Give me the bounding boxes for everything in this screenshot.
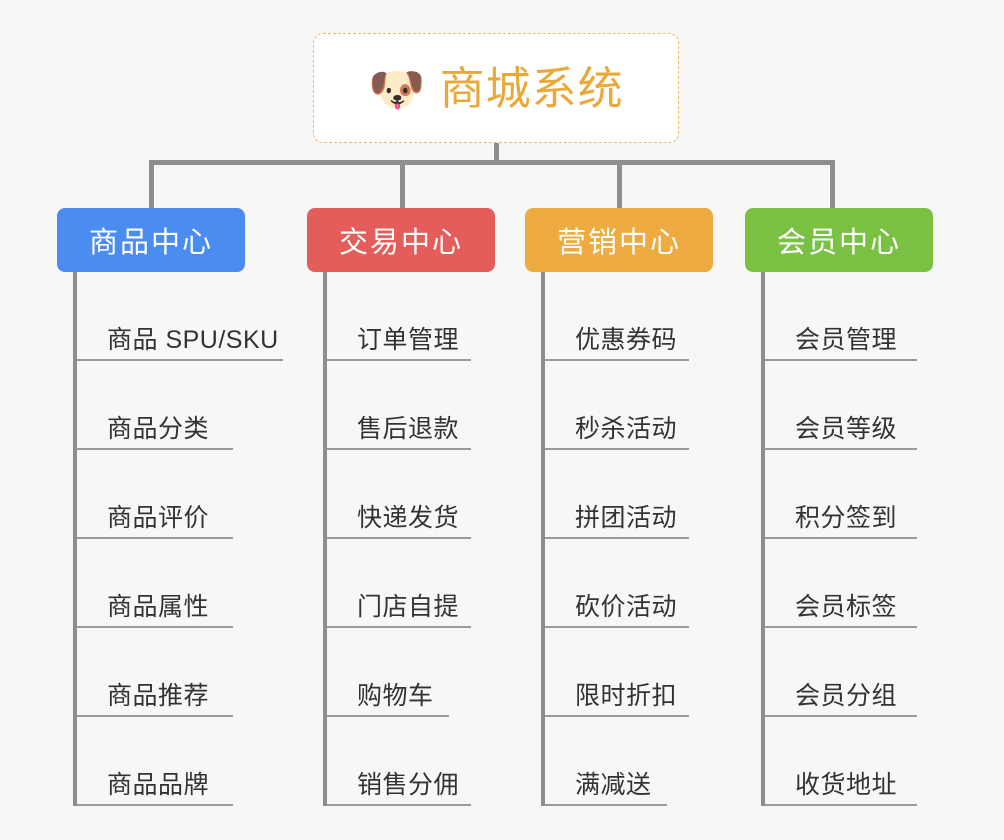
list-item-label: 满减送 [575,770,652,799]
root-node[interactable]: 🐶 商城系统 [313,33,679,143]
branch-header-label: 商品中心 [88,227,213,259]
list-item[interactable]: 秒杀活动 [545,361,689,450]
list-item[interactable]: 会员分组 [765,628,917,717]
list-item[interactable]: 销售分佣 [327,717,471,806]
list-item[interactable]: 满减送 [545,717,667,806]
branch-body-member-center: 会员管理 会员等级 积分签到 会员标签 会员分组 收货地址 [761,272,933,806]
root-title: 商城系统 [439,62,624,114]
branch-marketing-center: 营销中心 优惠券码 秒杀活动 拼团活动 砍价活动 限时折扣 满减送 [525,208,713,806]
branch-header-label: 营销中心 [556,227,681,259]
list-item-label: 收货地址 [795,770,898,799]
list-item[interactable]: 会员等级 [765,361,917,450]
list-item[interactable]: 积分签到 [765,450,917,539]
list-item-label: 砍价活动 [575,592,678,621]
connector-drop-4 [830,160,835,210]
branch-header-marketing-center[interactable]: 营销中心 [525,208,713,272]
list-item-label: 会员分组 [795,681,898,710]
list-item[interactable]: 砍价活动 [545,539,689,628]
branch-header-trade-center[interactable]: 交易中心 [307,208,495,272]
list-item[interactable]: 商品推荐 [77,628,233,717]
list-item-label: 限时折扣 [575,681,678,710]
list-item-label: 快递发货 [357,503,460,532]
list-item[interactable]: 收货地址 [765,717,917,806]
list-item[interactable]: 限时折扣 [545,628,689,717]
dog-face-icon: 🐶 [368,63,426,115]
list-item-label: 优惠券码 [575,325,678,354]
list-item[interactable]: 商品分类 [77,361,233,450]
list-item[interactable]: 快递发货 [327,450,471,539]
list-item[interactable]: 购物车 [327,628,449,717]
list-item[interactable]: 商品 SPU/SKU [77,272,283,361]
list-item[interactable]: 订单管理 [327,272,471,361]
list-item-label: 秒杀活动 [575,414,678,443]
branch-product-center: 商品中心 商品 SPU/SKU 商品分类 商品评价 商品属性 商品推荐 商品品牌 [57,208,283,806]
branch-header-product-center[interactable]: 商品中心 [57,208,245,272]
list-item[interactable]: 售后退款 [327,361,471,450]
list-item[interactable]: 商品品牌 [77,717,233,806]
connector-root-stem [494,143,499,164]
list-item-label: 商品属性 [107,592,210,621]
list-item-label: 购物车 [357,681,434,710]
branch-body-marketing-center: 优惠券码 秒杀活动 拼团活动 砍价活动 限时折扣 满减送 [541,272,713,806]
connector-drop-2 [400,160,405,210]
branch-trade-center: 交易中心 订单管理 售后退款 快递发货 门店自提 购物车 销售分佣 [307,208,495,806]
list-item-label: 会员等级 [795,414,898,443]
list-item[interactable]: 商品属性 [77,539,233,628]
list-item[interactable]: 拼团活动 [545,450,689,539]
list-item-label: 售后退款 [357,414,460,443]
list-item-label: 商品评价 [107,503,210,532]
branch-header-label: 会员中心 [776,227,901,259]
connector-horizontal-bus [150,160,834,165]
connector-drop-1 [149,160,154,210]
list-item-label: 订单管理 [357,325,460,354]
branch-header-member-center[interactable]: 会员中心 [745,208,933,272]
list-item-label: 拼团活动 [575,503,678,532]
list-item-label: 会员标签 [795,592,898,621]
list-item-label: 商品 SPU/SKU [107,325,279,354]
list-item-label: 商品品牌 [107,770,210,799]
list-item-label: 销售分佣 [357,770,460,799]
list-item[interactable]: 会员管理 [765,272,917,361]
branch-member-center: 会员中心 会员管理 会员等级 积分签到 会员标签 会员分组 收货地址 [745,208,933,806]
list-item[interactable]: 优惠券码 [545,272,689,361]
list-item-label: 门店自提 [357,592,460,621]
branch-body-trade-center: 订单管理 售后退款 快递发货 门店自提 购物车 销售分佣 [323,272,495,806]
branch-body-product-center: 商品 SPU/SKU 商品分类 商品评价 商品属性 商品推荐 商品品牌 [73,272,283,806]
list-item[interactable]: 门店自提 [327,539,471,628]
list-item-label: 会员管理 [795,325,898,354]
list-item-label: 积分签到 [795,503,898,532]
list-item-label: 商品推荐 [107,681,210,710]
connector-drop-3 [617,160,622,210]
list-item[interactable]: 会员标签 [765,539,917,628]
list-item-label: 商品分类 [107,414,210,443]
branch-header-label: 交易中心 [338,227,463,259]
list-item[interactable]: 商品评价 [77,450,233,539]
